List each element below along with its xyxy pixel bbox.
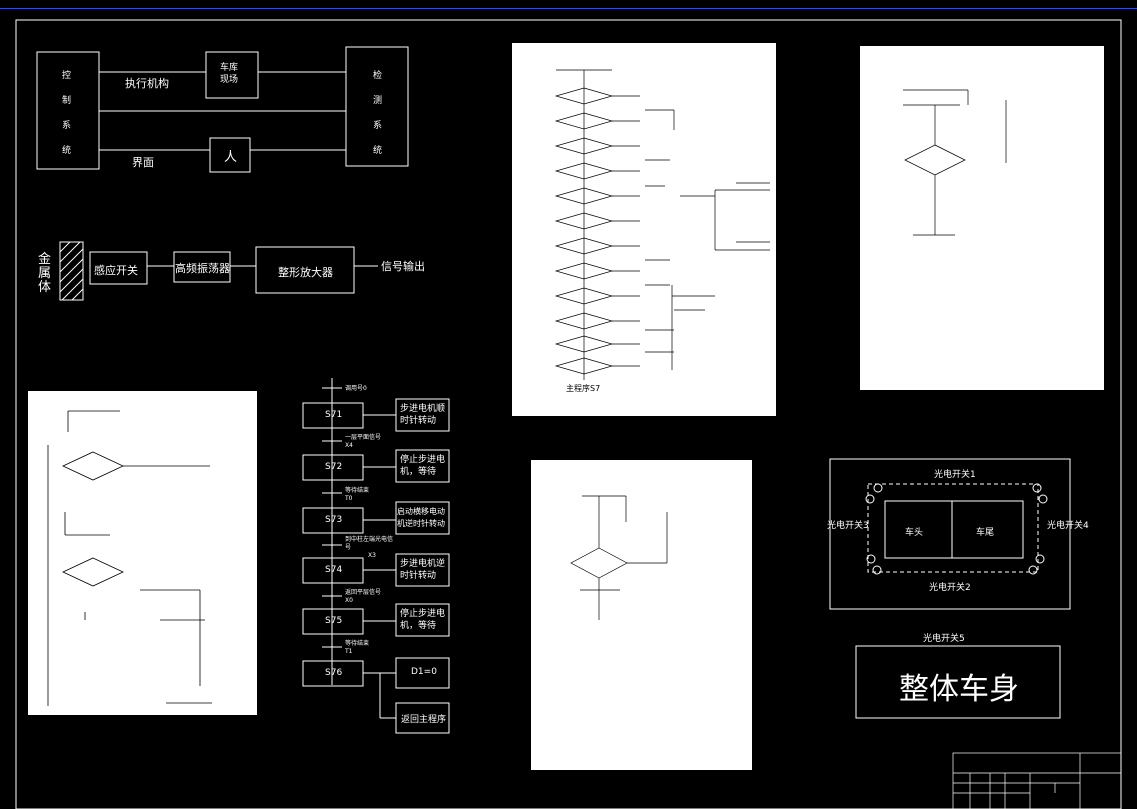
action-box-5 <box>395 603 450 637</box>
induction-switch-box <box>89 251 148 285</box>
sensor-layout <box>829 458 1071 719</box>
person-label: 人 <box>224 150 238 165</box>
flowchart-a-lines <box>47 410 212 706</box>
layout-frame <box>829 458 1071 610</box>
photo-switch-2-label: 光电开关2 <box>929 583 971 593</box>
flowchart-c-lines <box>903 89 1007 236</box>
step-label-s76: S76 <box>325 668 343 678</box>
transition-label-2: 等待结束 T0 <box>345 487 370 502</box>
action-label-2: 停止步进电 机，等待 <box>400 455 446 477</box>
step-chart <box>302 378 450 734</box>
garage-site-box <box>205 51 259 99</box>
person-box <box>209 137 251 173</box>
step-label-s71: S71 <box>325 410 343 420</box>
amplifier-label: 整形放大器 <box>278 266 333 279</box>
exec-mechanism-label: 执行机构 <box>125 77 169 90</box>
flowchart-panel-b <box>512 43 776 416</box>
signal-output-label: 信号输出 <box>381 260 425 273</box>
induction-switch-label: 感应开关 <box>94 264 138 277</box>
photo-switch-1-label: 光电开关1 <box>934 470 976 480</box>
garage-site-label: 车库 现场 <box>220 63 239 85</box>
transition-label-1: 一层平面信号 X4 <box>345 434 382 449</box>
step-label-s75: S75 <box>325 616 343 626</box>
flowchart-panel-a <box>28 391 257 715</box>
whole-body-label: 整体车身 <box>899 672 1019 707</box>
action-label-4: 步进电机逆 时针转动 <box>400 559 446 581</box>
photo-switch-4-label: 光电开关4 <box>1047 521 1089 531</box>
oscillator-label: 高频振荡器 <box>175 262 230 275</box>
detect-system-box <box>345 46 409 167</box>
transition-label-0: 调用号0 <box>345 385 367 392</box>
photo-switch-5-label: 光电开关5 <box>923 634 965 644</box>
flowchart-panel-c <box>860 46 1104 390</box>
amplifier-box <box>255 246 355 294</box>
car-body-outline <box>884 500 1024 559</box>
detect-system-label: 检 测 系 统 <box>373 71 383 156</box>
car-head-label: 车头 <box>905 528 924 538</box>
dashed-boundary <box>867 483 1039 573</box>
car-tail-label: 车尾 <box>976 528 995 538</box>
control-system-label: 控 制 系 统 <box>62 71 72 156</box>
action-label-5: 停止步进电 机，等待 <box>400 609 446 631</box>
step-label-s74: S74 <box>325 565 343 575</box>
whole-body-box <box>855 645 1061 719</box>
block-diagram <box>36 46 409 173</box>
title-block <box>952 752 1122 809</box>
metal-body-hatch <box>59 241 84 301</box>
action-label-7: 返回主程序 <box>401 715 447 725</box>
action-box-3 <box>395 501 450 535</box>
step-label-s72: S72 <box>325 462 343 472</box>
photo-switch-3-label: 光电开关3 <box>827 521 869 531</box>
transition-label-5: 返回平层信号 X0 <box>345 589 382 604</box>
flowchart-panel-d <box>531 460 752 770</box>
transition-label-3: 到中柱左端光电信 号 <box>345 536 394 551</box>
metal-body-label: 金 属 体 <box>38 252 52 295</box>
action-box-2 <box>395 449 450 483</box>
transition-label-6: 等待结束 T1 <box>345 640 370 655</box>
action-label-6: D1=0 <box>411 667 437 677</box>
top-border <box>0 8 1137 9</box>
flowchart-d-lines <box>570 495 668 620</box>
main-program-label: 主程序S7 <box>566 384 601 393</box>
transition-label-4: X3 <box>368 552 376 559</box>
flowchart-b-lines <box>554 69 770 380</box>
step-label-s73: S73 <box>325 515 343 525</box>
oscillator-box <box>173 251 231 283</box>
drawing-frame <box>15 19 1122 809</box>
interface-label: 界面 <box>132 156 154 169</box>
action-label-1: 步进电机顺 时针转动 <box>400 404 446 426</box>
sensor-diagram <box>59 241 378 301</box>
action-label-3: 启动横移电动 机逆时针转动 <box>397 507 445 528</box>
